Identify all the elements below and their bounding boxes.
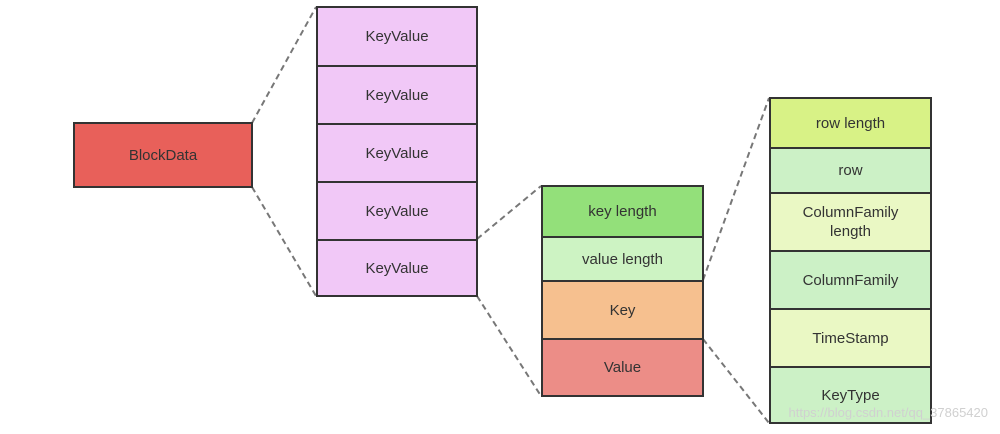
keyvalue-cell-1: KeyValue xyxy=(318,8,476,65)
connector-keyvalue-to-fields-top xyxy=(476,185,542,240)
kv-field-cell-2: value length xyxy=(543,236,702,280)
connector-keyvalue-to-fields-bottom xyxy=(476,295,542,397)
kv-field-cell-label: Value xyxy=(603,359,642,376)
blockdata-box: BlockData xyxy=(73,122,253,188)
key-field-cell-3: ColumnFamily length xyxy=(771,192,930,250)
connector-block-to-keyvalues-bottom xyxy=(251,186,317,297)
keyvalue-cell-2: KeyValue xyxy=(318,65,476,123)
key-field-cell-label: ColumnFamily xyxy=(802,271,899,289)
keyvalue-cell-label: KeyValue xyxy=(365,28,429,45)
kv-field-cell-1: key length xyxy=(543,187,702,236)
key-field-cell-4: ColumnFamily xyxy=(771,250,930,308)
keyvalue-cell-label: KeyValue xyxy=(365,144,429,162)
key-field-cell-1: row length xyxy=(771,99,930,147)
keyvalue-cell-5: KeyValue xyxy=(318,239,476,295)
keyvalue-cell-3: KeyValue xyxy=(318,123,476,181)
kv-field-cell-label: key length xyxy=(588,203,657,220)
connector-block-to-keyvalues-top xyxy=(251,6,317,124)
blockdata-label: BlockData xyxy=(128,146,198,164)
keyvalue-cell-label: KeyValue xyxy=(365,259,429,277)
keyvalue-cell-label: KeyValue xyxy=(365,202,429,220)
kv-field-cell-4: Value xyxy=(543,338,702,395)
connector-key-to-keyfields-top xyxy=(702,97,770,281)
watermark-text: https://blog.csdn.net/qq_37865420 xyxy=(788,405,989,420)
key-field-cell-label: row xyxy=(838,162,863,179)
keyvalue-cell-4: KeyValue xyxy=(318,181,476,239)
key-field-cell-label: row length xyxy=(815,114,886,132)
key-field-cell-2: row xyxy=(771,147,930,192)
keyvalue-cell-label: KeyValue xyxy=(365,86,429,104)
connector-key-to-keyfields-bottom xyxy=(702,338,770,424)
key-field-cell-6: KeyType xyxy=(771,366,930,422)
key-field-cell-label: KeyType xyxy=(821,386,880,404)
key-field-cell-5: TimeStamp xyxy=(771,308,930,366)
kv-field-cell-label: Key xyxy=(609,301,636,319)
key-field-cell-label: ColumnFamily length xyxy=(802,204,899,240)
kv-field-cell-label: value length xyxy=(582,250,663,268)
kv-field-cell-3: Key xyxy=(543,280,702,338)
key-field-cell-label: TimeStamp xyxy=(812,329,889,347)
